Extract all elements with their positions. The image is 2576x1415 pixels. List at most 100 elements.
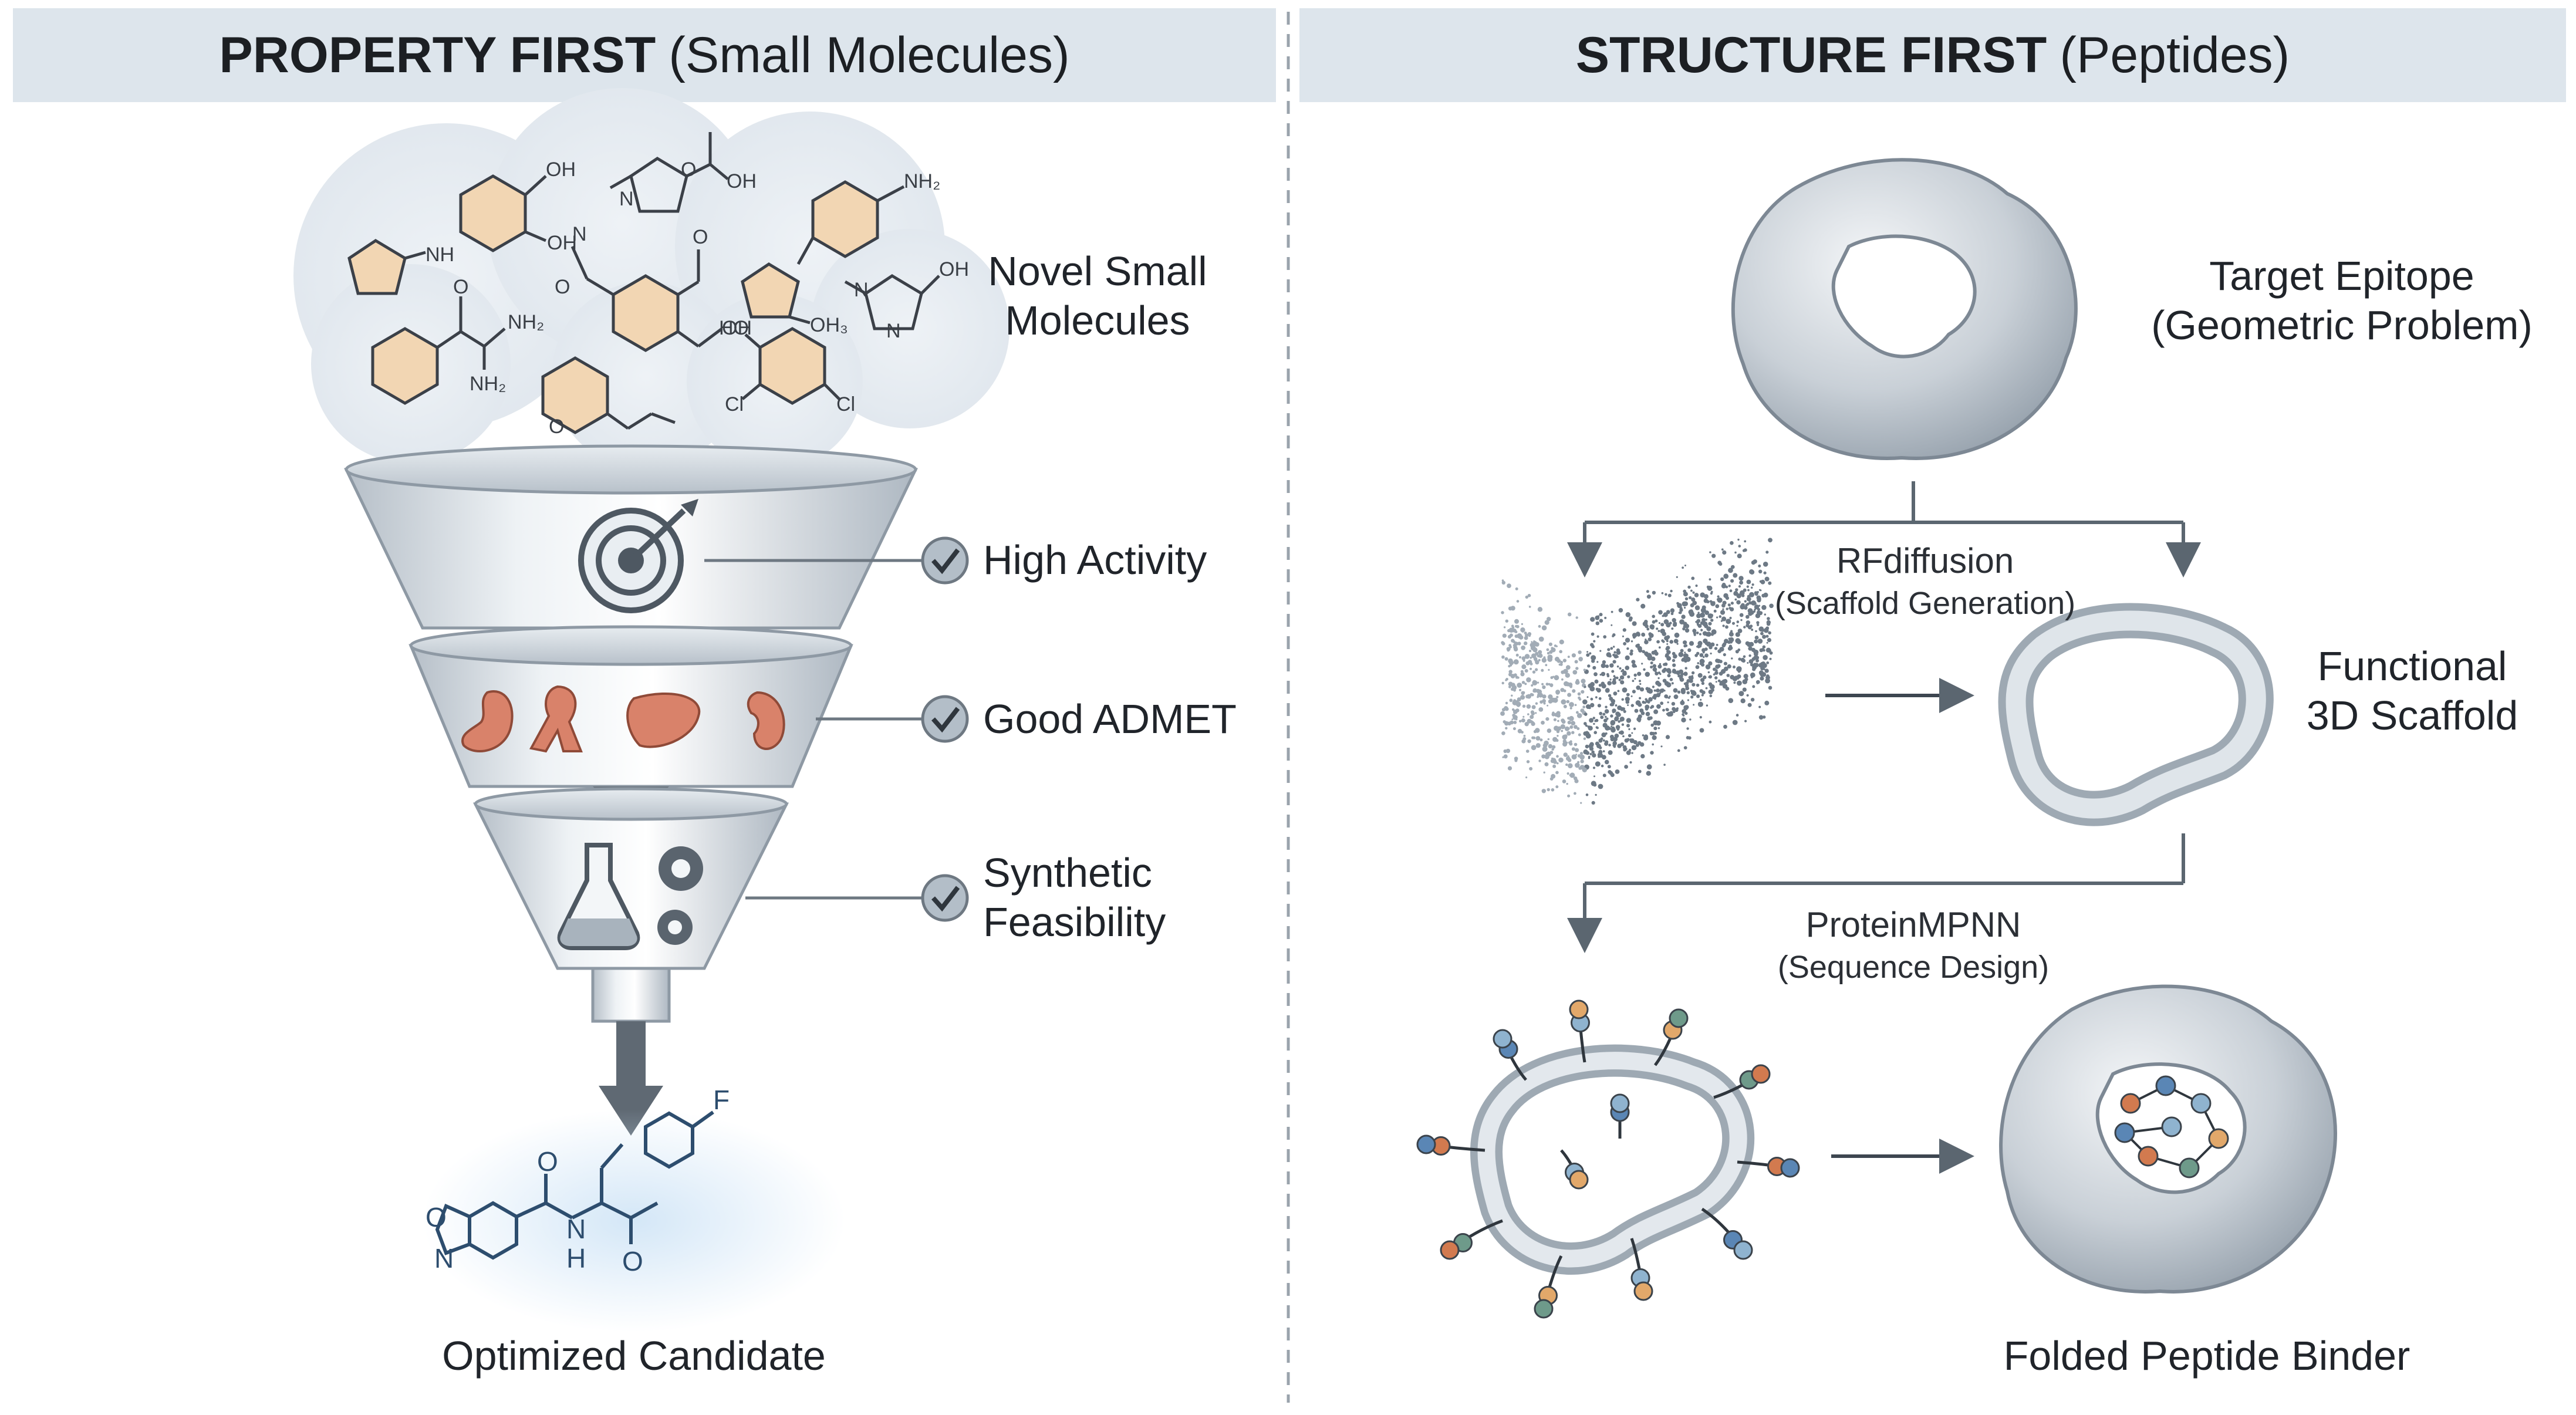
noise-dot	[1666, 643, 1669, 645]
noise-dot	[1600, 715, 1604, 720]
noise-dot	[1571, 653, 1576, 658]
noise-dot	[1763, 649, 1765, 652]
noise-dot	[1524, 631, 1527, 635]
noise-dot	[1585, 724, 1588, 727]
noise-dot	[1746, 585, 1749, 588]
noise-dot	[1717, 649, 1722, 653]
molecule-bonds	[404, 132, 940, 430]
noise-dot	[1670, 608, 1675, 613]
noise-dot	[1527, 739, 1531, 744]
noise-dot	[1626, 693, 1630, 697]
noise-dot	[1531, 653, 1537, 658]
noise-dot	[1607, 648, 1611, 651]
noise-dot	[1518, 730, 1521, 732]
noise-dot	[1593, 672, 1598, 677]
noise-dot	[1574, 660, 1578, 664]
check-icon-2	[921, 695, 969, 743]
noise-dot	[1671, 702, 1676, 706]
noise-dot	[1684, 659, 1687, 663]
noise-dot	[1709, 694, 1713, 698]
noise-dot	[1726, 619, 1731, 624]
noise-dot	[1532, 690, 1535, 693]
noise-dot	[1586, 731, 1588, 734]
noise-dot	[1738, 585, 1741, 588]
binder-bead	[2138, 1146, 2159, 1167]
atom-nh2-3: NH₂	[470, 373, 506, 395]
noise-dot	[1766, 641, 1768, 644]
noise-dot	[1521, 731, 1524, 734]
noise-dot	[1683, 640, 1687, 645]
noise-dot	[1628, 734, 1632, 738]
atom-o-pyran: O	[549, 416, 564, 438]
cand-atom-h: H	[566, 1243, 586, 1274]
noise-dot	[1530, 710, 1534, 714]
noise-dot	[1746, 579, 1751, 585]
noise-dot	[1646, 771, 1651, 776]
noise-dot	[1555, 785, 1559, 789]
noise-dot	[1742, 687, 1747, 692]
noise-dot	[1585, 744, 1589, 749]
noise-dot	[1679, 607, 1683, 610]
noise-dot	[1689, 680, 1693, 683]
noise-dot	[1755, 630, 1757, 633]
noise-dot	[1563, 752, 1568, 757]
noise-dot	[1522, 704, 1526, 708]
noise-dot	[1758, 564, 1761, 568]
noise-dot	[1769, 603, 1774, 609]
noise-dot	[1726, 674, 1730, 677]
target-epitope-label-line-2: (Geometric Problem)	[2151, 302, 2533, 348]
noise-dot	[1716, 597, 1720, 602]
noise-dot	[1589, 752, 1592, 755]
noise-dot	[1670, 612, 1674, 616]
noise-dot	[1749, 592, 1754, 597]
noise-dot	[1638, 769, 1642, 774]
noise-dot	[1742, 679, 1748, 684]
noise-dot	[1739, 613, 1744, 617]
noise-dot	[1735, 632, 1740, 637]
noise-dot	[1565, 756, 1571, 761]
noise-dot	[1681, 658, 1685, 662]
noise-dot	[1693, 704, 1695, 706]
noise-dot	[1730, 602, 1734, 605]
noise-dot	[1631, 660, 1636, 664]
noise-dot	[1726, 607, 1728, 610]
noise-dot	[1585, 793, 1589, 796]
noise-dot	[1666, 650, 1671, 654]
noise-dot	[1765, 647, 1771, 653]
noise-dot	[1569, 702, 1574, 707]
candidate-atom-labels: F O N O N H O	[426, 1085, 730, 1276]
noise-dot	[1739, 580, 1744, 585]
noise-dot	[1576, 711, 1579, 714]
noise-dot	[1657, 677, 1660, 680]
noise-dot	[1535, 743, 1541, 748]
noise-dot	[1551, 647, 1556, 653]
noise-dot	[1559, 650, 1562, 654]
noise-dot	[1746, 694, 1749, 697]
noise-dot	[1626, 718, 1632, 723]
noise-dot	[1669, 678, 1673, 681]
noise-dot	[1696, 631, 1699, 634]
noise-dot	[1748, 654, 1751, 657]
noise-dot	[1744, 600, 1747, 603]
noise-dot	[1684, 667, 1687, 670]
noise-dot	[1565, 763, 1568, 766]
noise-dot	[1601, 683, 1606, 689]
noise-dot	[1518, 656, 1522, 658]
noise-dot	[1595, 726, 1598, 729]
noise-dot	[1656, 627, 1659, 630]
noise-dot	[1710, 601, 1716, 606]
noise-dot	[1507, 749, 1510, 752]
noise-dot	[1692, 591, 1695, 594]
noise-dot	[1717, 679, 1721, 683]
noise-dot	[1691, 597, 1696, 602]
noise-dot	[1721, 548, 1724, 551]
noise-dot	[1705, 640, 1708, 644]
noise-dot	[1701, 694, 1704, 697]
noise-dot	[1632, 636, 1636, 639]
noise-dot	[1611, 725, 1612, 728]
noise-dot	[1547, 788, 1550, 792]
noise-dot	[1723, 661, 1727, 666]
noise-dot	[1743, 655, 1746, 658]
atom-nitro-n: N	[572, 223, 587, 245]
noise-dot	[1543, 702, 1546, 705]
